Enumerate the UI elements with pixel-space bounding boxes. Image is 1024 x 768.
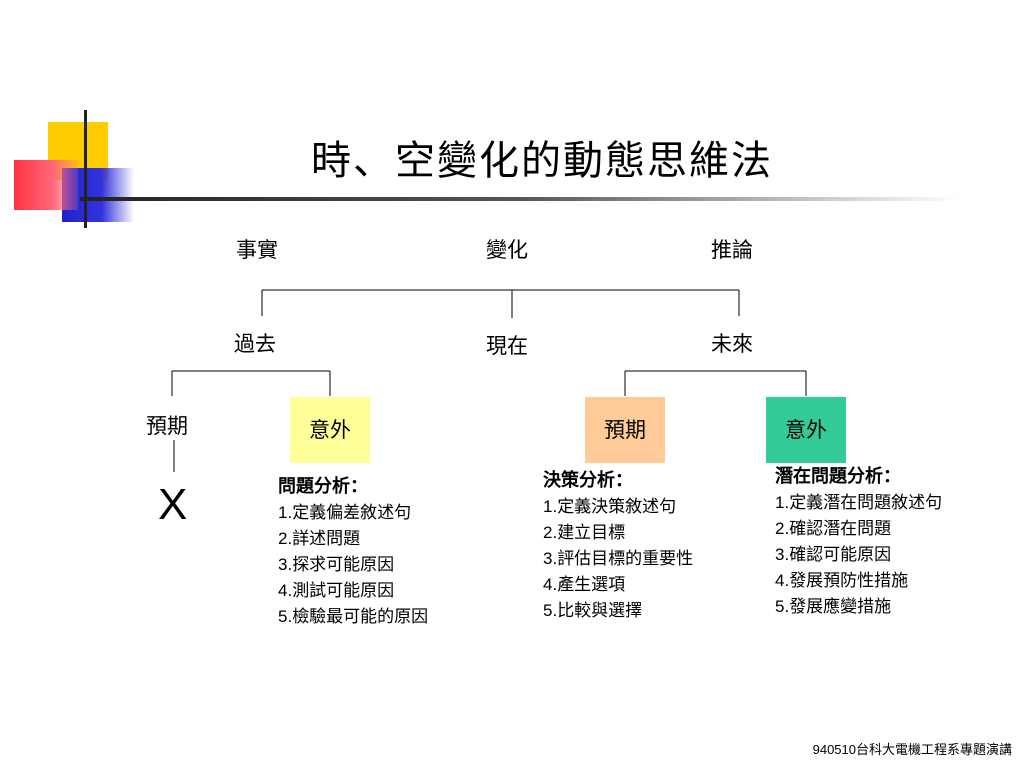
list-problem-analysis: 問題分析： 1.定義偏差敘述句 2.詳述問題 3.探求可能原因 4.測試可能原因… <box>278 474 428 630</box>
list-item: 5.比較與選擇 <box>543 601 643 621</box>
decor-red-square <box>14 160 78 210</box>
list-item: 4.測試可能原因 <box>278 581 395 601</box>
label-future: 未來 <box>711 332 753 356</box>
label-past-expected: 預期 <box>146 414 188 438</box>
list-decision-analysis: 決策分析： 1.定義決策敘述句 2.建立目標 3.評估目標的重要性 4.產生選項… <box>543 468 693 624</box>
list-item: 5.發展應變措施 <box>775 597 892 617</box>
list-item: 1.定義決策敘述句 <box>543 497 677 517</box>
list-item: 1.定義偏差敘述句 <box>278 503 412 523</box>
label-change: 變化 <box>486 238 528 262</box>
footer-note: 940510台科大電機工程系專題演講 <box>812 742 1012 757</box>
label-past: 過去 <box>234 332 276 356</box>
list-item: 4.產生選項 <box>543 575 626 595</box>
list-item: 2.詳述問題 <box>278 529 361 549</box>
x-mark: X <box>158 480 188 529</box>
label-fact: 事實 <box>236 238 278 262</box>
label-present: 現在 <box>486 334 528 358</box>
list-item: 2.建立目標 <box>543 523 626 543</box>
list-heading: 問題分析： <box>278 476 368 497</box>
list-item: 2.確認潛在問題 <box>775 519 892 539</box>
list-item: 5.檢驗最可能的原因 <box>278 607 429 627</box>
list-item: 3.探求可能原因 <box>278 555 395 575</box>
box-future-expected: 預期 <box>585 397 665 463</box>
decor-vertical-line <box>84 110 87 228</box>
list-item: 3.評估目標的重要性 <box>543 549 694 569</box>
list-item: 4.發展預防性措施 <box>775 571 909 591</box>
label-inference: 推論 <box>711 238 753 262</box>
list-item: 3.確認可能原因 <box>775 545 892 565</box>
list-heading: 決策分析： <box>543 470 633 491</box>
box-past-unexpected: 意外 <box>290 397 370 463</box>
list-heading: 潛在問題分析： <box>775 466 901 487</box>
slide-title: 時、空變化的動態思維法 <box>311 138 773 184</box>
title-rule <box>80 197 960 201</box>
list-potential-problem-analysis: 潛在問題分析： 1.定義潛在問題敘述句 2.確認潛在問題 3.確認可能原因 4.… <box>775 464 942 620</box>
list-item: 1.定義潛在問題敘述句 <box>775 493 943 513</box>
box-future-unexpected: 意外 <box>766 397 846 463</box>
